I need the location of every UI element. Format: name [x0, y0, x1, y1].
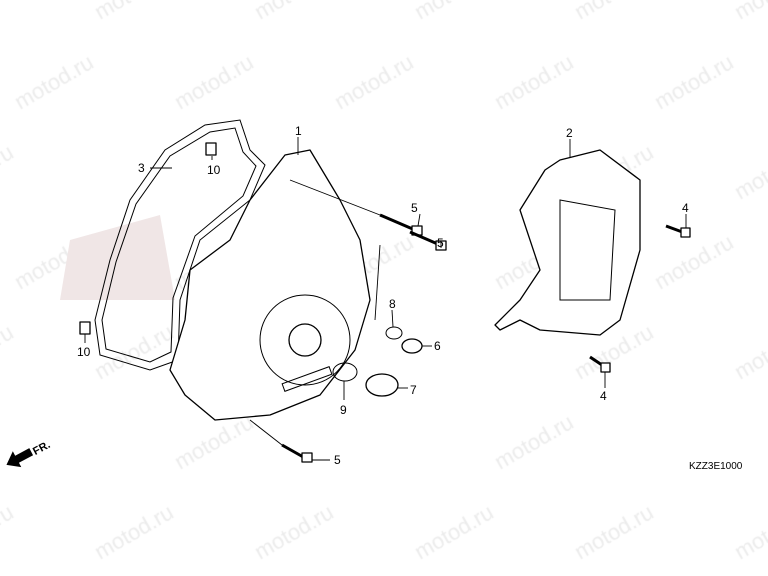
callout-10-lower: 10 — [77, 345, 91, 359]
dowel-pin-part-10-lower — [79, 321, 91, 335]
callout-9: 9 — [340, 403, 347, 417]
bolt-part-4-lower — [589, 355, 611, 373]
diagram-code: KZZ3E1000 — [689, 461, 743, 472]
callout-2: 2 — [566, 126, 573, 140]
sprocket-cover-vents — [559, 199, 616, 301]
bolt-part-5-lower — [281, 443, 313, 463]
callout-8: 8 — [389, 297, 396, 311]
callout-5-lower: 5 — [334, 453, 341, 467]
arrow-icon — [6, 448, 34, 468]
leader-lines — [84, 137, 687, 461]
callout-10-upper: 10 — [207, 163, 221, 177]
cap-part-6 — [401, 338, 423, 354]
callout-4-upper: 4 — [682, 201, 689, 215]
left-crankcase-cover-part-1 — [169, 149, 371, 421]
o-ring-part-8 — [385, 326, 403, 340]
o-ring-part-9 — [332, 362, 358, 382]
front-direction-arrow: FR. — [6, 439, 52, 468]
cap-part-7 — [365, 373, 399, 397]
dowel-pin-part-10-upper — [205, 142, 217, 156]
cover-center-hole — [288, 323, 322, 357]
callout-6: 6 — [434, 339, 441, 353]
callout-7: 7 — [410, 383, 417, 397]
cover-logo-embossing — [281, 366, 333, 392]
callout-5-upper: 5 — [411, 201, 418, 215]
bolt-part-5-upper — [379, 213, 423, 236]
callout-5-middle: 5 — [437, 236, 444, 250]
cover-boss — [259, 294, 351, 386]
callout-4-lower: 4 — [600, 389, 607, 403]
bolt-part-4-upper — [665, 224, 691, 238]
gasket-inner-edge — [101, 127, 257, 363]
callout-1: 1 — [295, 124, 302, 138]
sprocket-cover-part-2 — [494, 149, 641, 336]
callout-3: 3 — [138, 161, 145, 175]
front-label: FR. — [31, 439, 52, 458]
